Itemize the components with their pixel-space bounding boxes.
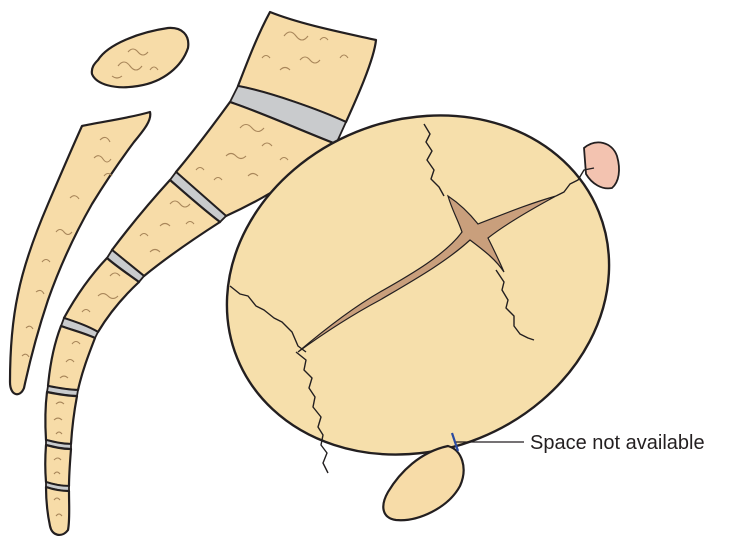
suture-right <box>495 269 535 341</box>
coccyx-segment-1 <box>46 324 97 392</box>
annotation-label: Space not available <box>530 432 705 454</box>
coccyx-segment-4 <box>44 485 71 536</box>
suture-upper <box>423 123 445 197</box>
sacral-segment-2 <box>174 100 338 218</box>
coccyx-segment-2 <box>44 390 79 446</box>
cancellous-bone-texture <box>21 31 349 517</box>
coccyx-segment-3 <box>44 443 73 488</box>
bone-fragment-top <box>90 26 190 89</box>
fontanelle <box>297 194 557 353</box>
suture-top-right <box>555 167 595 197</box>
sacrum-coccyx <box>44 10 378 536</box>
suture-lower <box>295 351 329 474</box>
suture-left <box>229 285 307 353</box>
bone-fragment-bottom <box>382 444 465 522</box>
space-gap-marker <box>450 432 460 452</box>
fetal-face <box>583 141 620 190</box>
bone-thin-left <box>8 110 152 396</box>
fetal-skull <box>225 114 611 456</box>
